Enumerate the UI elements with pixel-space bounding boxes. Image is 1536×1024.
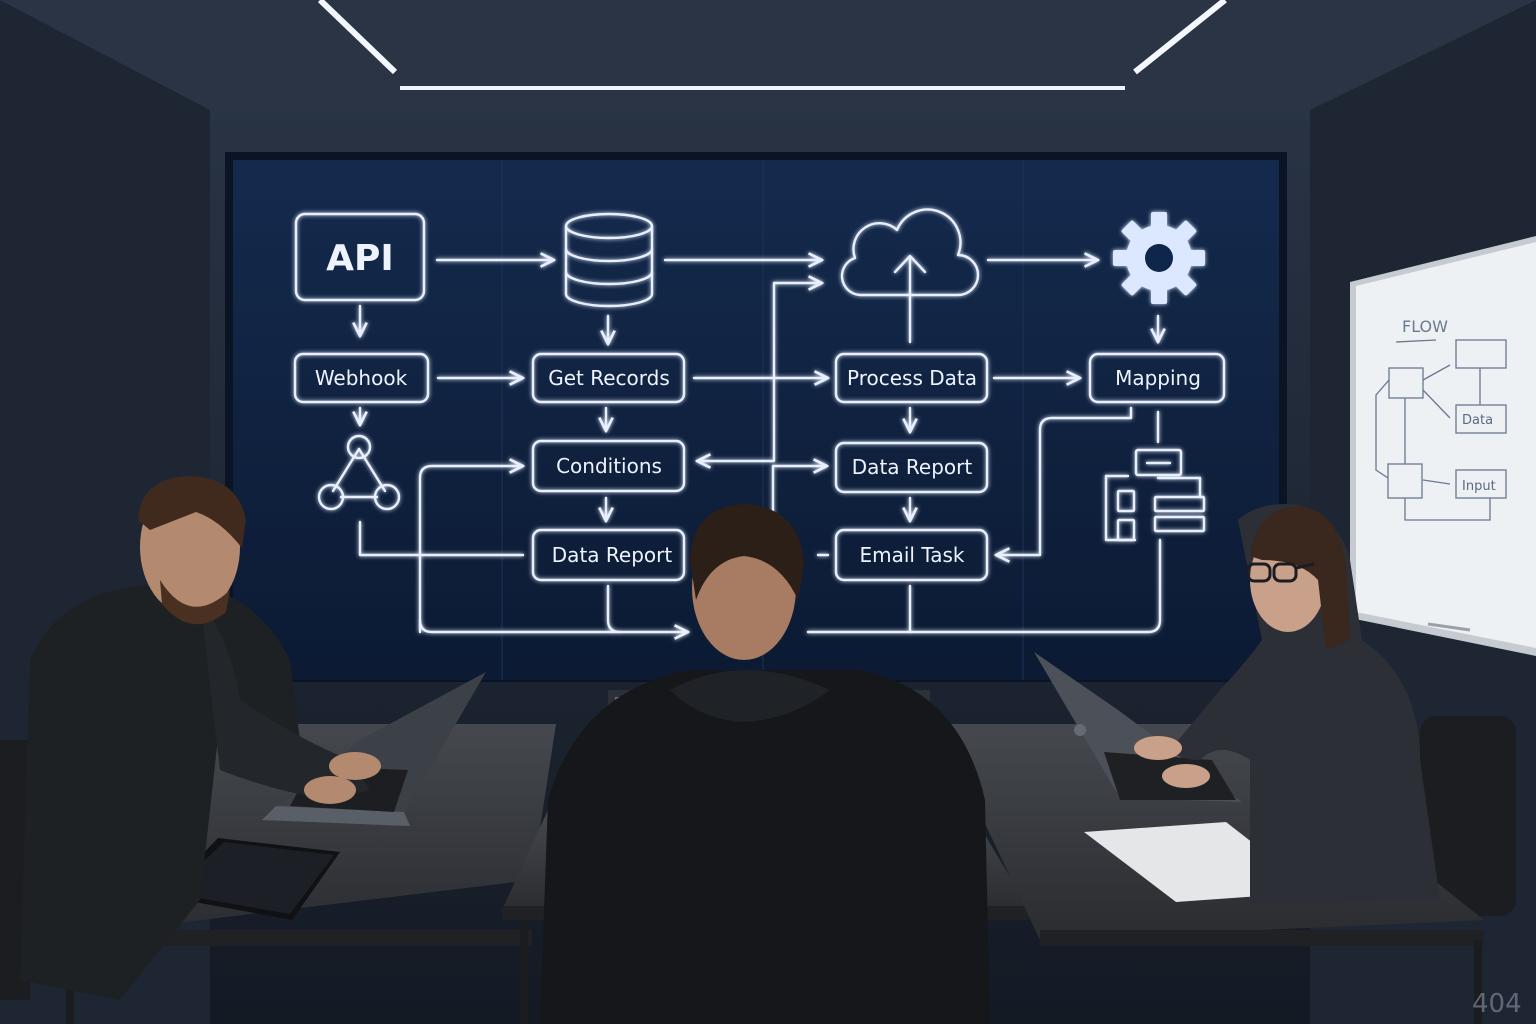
cloud-upload-icon <box>840 208 980 344</box>
email-task-node-label: Email Task <box>859 543 964 567</box>
data-report-left-label: Data Report <box>552 543 673 567</box>
webhook-node-label: Webhook <box>315 366 408 390</box>
process-data-node-label: Process Data <box>847 366 977 390</box>
tablet <box>162 838 340 920</box>
ceiling-light <box>1133 0 1227 75</box>
person-left <box>20 476 381 1000</box>
get-records-node-label: Get Records <box>548 366 670 390</box>
api-node <box>294 212 426 302</box>
data-report-left-node <box>531 528 686 582</box>
data-report-right-node <box>834 441 989 494</box>
layout-blocks-icon <box>1104 448 1206 542</box>
person-right <box>1134 504 1440 905</box>
conditions-node-label: Conditions <box>556 454 662 478</box>
glasses-icon <box>1246 562 1315 583</box>
process-data-node <box>834 352 989 404</box>
watermark: 404 <box>1472 989 1522 1019</box>
network-triangle-icon <box>317 434 401 511</box>
ceiling-light <box>317 0 398 75</box>
mapping-node <box>1088 352 1226 404</box>
person-center <box>540 504 990 1024</box>
api-node-label: API <box>326 238 394 279</box>
gear-icon <box>1113 212 1205 304</box>
get-records-node <box>531 352 686 404</box>
database-icon <box>564 212 654 308</box>
email-task-node <box>834 528 989 582</box>
webhook-node <box>293 352 430 404</box>
whiteboard-title: FLOW <box>1402 317 1448 336</box>
whiteboard: FLOW Data Input <box>1350 236 1536 656</box>
whiteboard-marker <box>1427 622 1471 632</box>
conditions-node <box>531 439 686 493</box>
data-report-right-label: Data Report <box>852 455 973 479</box>
whiteboard-box-data: Data <box>1462 413 1493 428</box>
mapping-node-label: Mapping <box>1115 366 1201 390</box>
whiteboard-box-input: Input <box>1462 479 1496 494</box>
